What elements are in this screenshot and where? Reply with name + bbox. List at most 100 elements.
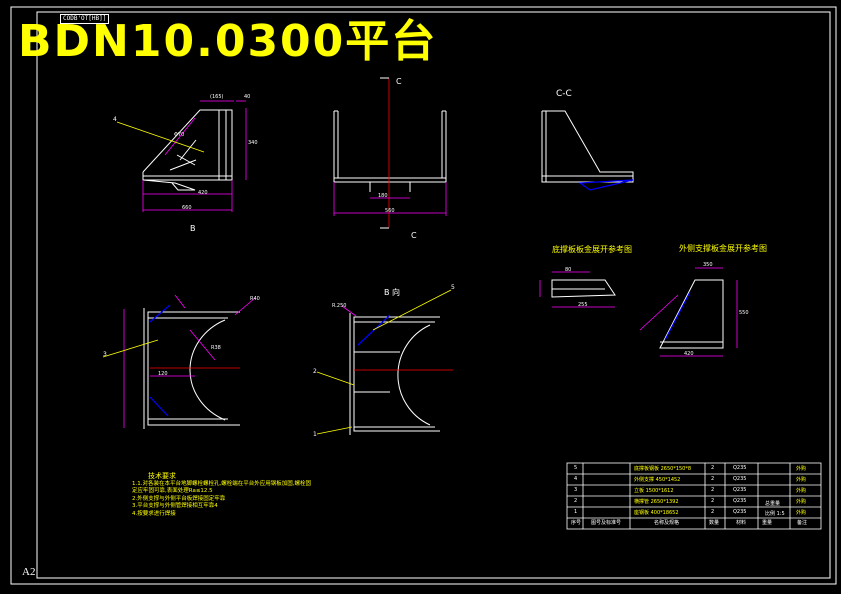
title-block-grid xyxy=(566,462,822,530)
tb-cell-note: 外购 xyxy=(796,477,807,483)
dim-front-top: (165) xyxy=(210,94,224,100)
dim-plan-r: R38 xyxy=(211,345,221,351)
technical-notes: 技术要求 1.1.对各装在本平台地脚螺栓螺栓孔,螺栓端在平台外应用钢板加固,螺栓… xyxy=(132,472,311,518)
tb-cell-name: 座钢板 400*18652 xyxy=(634,510,679,516)
tb-cell-name: 底撑板钢板 2650*150*8 xyxy=(634,466,692,472)
tb-cell-material: Q235 xyxy=(733,498,747,504)
balloon-3: 3 xyxy=(103,351,107,358)
plan-hatch-top xyxy=(149,304,171,323)
dim-dev-right-side: 550 xyxy=(739,310,749,316)
tb-cell-material: Q235 xyxy=(733,465,747,471)
tb-header-name: 名称及规格 xyxy=(654,520,680,526)
dim-front-diag: Φ70 xyxy=(174,132,185,138)
section-cc-hatch xyxy=(578,179,634,191)
dev-left-view xyxy=(551,279,616,298)
notes-line: 定应牢固可靠,表面处理Ra≤12.5 xyxy=(132,488,213,494)
view-b-label: B 向 xyxy=(384,288,401,297)
dim-plan-r2: R40 xyxy=(250,296,260,302)
notes-line: 1.1.对各装在本平台地脚螺栓螺栓孔,螺栓端在平台外应用钢板加固,螺栓固 xyxy=(132,480,311,487)
b-view xyxy=(349,313,440,435)
side-view-dims xyxy=(333,182,447,216)
leader-5 xyxy=(372,289,452,331)
tb-header-material: 材料 xyxy=(736,520,747,526)
tb-weight-label: 总重量 xyxy=(765,501,781,507)
plan-hatch-bottom xyxy=(149,396,169,417)
leader-2 xyxy=(316,371,355,386)
sheet-size-label: A2 xyxy=(22,566,36,578)
dev-right-title: 外侧支撑板金展开参考图 xyxy=(679,244,767,253)
dim-plan-left: 120 xyxy=(158,371,168,377)
balloon-2: 2 xyxy=(313,368,317,375)
tb-cell-note: 外购 xyxy=(796,488,807,494)
section-cc-view xyxy=(541,110,634,183)
b-radius-dim xyxy=(341,305,357,317)
tb-header-qty: 数量 xyxy=(709,520,720,526)
tb-cell-no: 3 xyxy=(574,487,578,493)
balloon-4: 4 xyxy=(113,116,117,123)
dim-dev-right-top: 350 xyxy=(703,262,713,268)
outer-border xyxy=(10,6,837,585)
front-view-dims xyxy=(142,100,247,212)
tb-scale: 比例 1:5 xyxy=(765,511,785,517)
leader-3 xyxy=(102,339,159,358)
tb-cell-qty: 2 xyxy=(711,487,715,493)
dim-dev-left-top: 80 xyxy=(565,267,572,273)
dim-front-right-top: 40 xyxy=(244,94,251,100)
section-cc-label: C-C xyxy=(556,89,572,99)
view-b-arrow-label: B xyxy=(190,224,196,233)
tb-cell-name: 外侧支撑 450*1452 xyxy=(634,477,681,483)
dev-left-title: 底撑板板金展开参考图 xyxy=(552,245,632,254)
tb-header-no: 序号 xyxy=(571,520,582,526)
tb-cell-note: 外购 xyxy=(796,499,807,505)
dev-right-view xyxy=(659,279,724,349)
dev-right-hatch xyxy=(664,291,691,341)
b-hatch xyxy=(357,314,391,346)
cut-c-top-label: C xyxy=(396,77,402,86)
tb-cell-no: 5 xyxy=(574,465,578,471)
leader-4 xyxy=(116,121,205,153)
balloon-5: 5 xyxy=(451,284,455,291)
tb-cell-material: Q235 xyxy=(733,487,747,493)
cut-c-bottom-label: C xyxy=(411,231,417,240)
tb-cell-no: 4 xyxy=(574,476,578,482)
tb-cell-no: 2 xyxy=(574,498,578,504)
tb-cell-name: 立板 1500*1612 xyxy=(634,488,674,494)
tb-cell-qty: 2 xyxy=(711,476,715,482)
side-view xyxy=(333,110,447,192)
dev-left-dims xyxy=(539,271,615,308)
dim-b-r: R.250 xyxy=(332,303,347,309)
inner-border xyxy=(36,11,831,579)
tb-cell-qty: 2 xyxy=(711,465,715,471)
dim-side-bottom1: 180 xyxy=(378,193,388,199)
balloon-1: 1 xyxy=(313,431,317,438)
tb-cell-qty: 2 xyxy=(711,498,715,504)
notes-line: 4.按要求进行焊接 xyxy=(132,510,176,517)
tb-cell-no: 1 xyxy=(574,509,578,515)
dim-side-bottom2: 560 xyxy=(385,208,395,214)
dev-right-dims xyxy=(639,267,738,357)
dim-front-bottom2: 660 xyxy=(182,205,192,211)
tb-header-weight: 重量 xyxy=(762,520,773,526)
drawing-title: BDN10.0300平台 xyxy=(18,16,438,67)
dim-front-bottom1: 420 xyxy=(198,190,208,196)
tb-cell-note: 外购 xyxy=(796,510,807,516)
notes-line: 2.外侧支撑与外侧平台板焊接固定牢靠 xyxy=(132,495,226,502)
drawing-stamp: CODB'OT[HB]] xyxy=(60,14,110,24)
tb-cell-material: Q235 xyxy=(733,509,747,515)
plan-view xyxy=(143,308,240,429)
tb-cell-material: Q235 xyxy=(733,476,747,482)
leader-1 xyxy=(316,426,353,435)
dim-front-side: 340 xyxy=(248,140,258,146)
plan-dims xyxy=(123,294,256,428)
notes-line: 3.平台支撑与外侧管焊接相互牢靠4 xyxy=(132,503,218,509)
dim-dev-right-bottom: 420 xyxy=(684,351,694,357)
notes-heading: 技术要求 xyxy=(148,472,176,480)
front-view xyxy=(142,109,233,191)
tb-cell-name: 横撑管 2650*1392 xyxy=(634,499,679,505)
tb-cell-qty: 2 xyxy=(711,509,715,515)
tb-header-code: 图号及标准号 xyxy=(591,520,622,526)
tb-header-note: 备注 xyxy=(797,520,808,526)
dim-dev-left-bottom: 255 xyxy=(578,302,588,308)
